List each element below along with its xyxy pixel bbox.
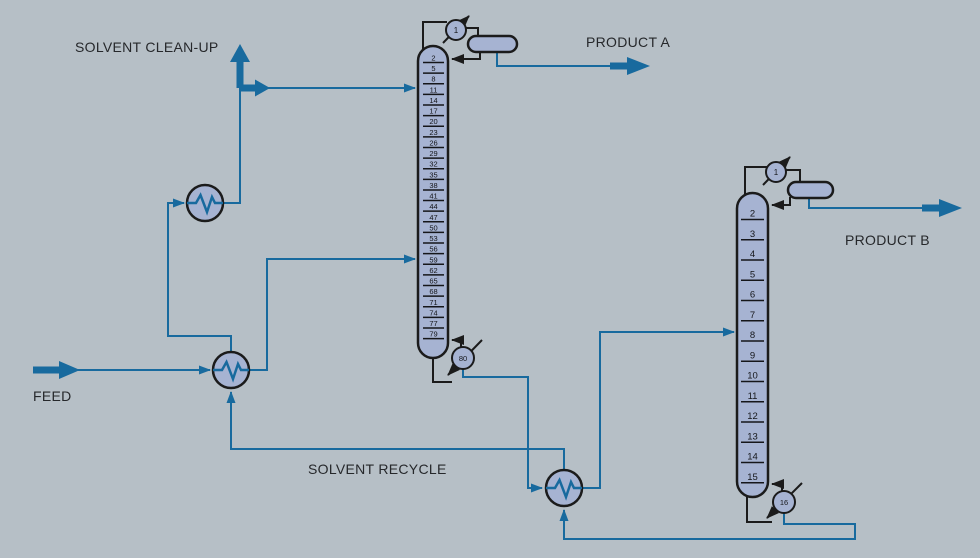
tray-number: 3: [750, 229, 755, 240]
solvent-to-column1-line: [223, 83, 416, 204]
tray-number: 26: [429, 138, 437, 147]
feed-to-column2-line: [582, 327, 735, 489]
tray-number: 11: [430, 85, 438, 94]
tray-number: 5: [431, 64, 435, 73]
column2-condenser: 1: [765, 161, 787, 183]
column2-trays: 2 3 4 5 6 7 8 9 10 11 12 13 14 15: [741, 209, 764, 484]
heat-exchanger-zigzag-icon: [546, 477, 582, 501]
tray-number: 8: [431, 75, 435, 84]
column2-reboiler-vapor-line: [771, 479, 784, 492]
column-1: [416, 44, 450, 360]
tray-number: 56: [429, 245, 437, 254]
tray-number: 50: [429, 223, 437, 232]
solvent-cooler: [185, 183, 225, 223]
equipment: 1 80 1 16: [185, 19, 835, 514]
tray-number: 14: [429, 96, 437, 105]
feed-solvent-exchanger: [211, 350, 251, 390]
tray-number: 59: [429, 255, 437, 264]
feed-arrow: [33, 361, 80, 379]
tray-number: 12: [747, 411, 758, 422]
feed-to-column1-line: [249, 254, 416, 371]
feed-label: FEED: [33, 388, 72, 404]
tray-number: 11: [748, 391, 758, 402]
tray-number: 41: [429, 192, 437, 201]
tray-number: 6: [750, 290, 755, 301]
column1-bottoms-line: [462, 369, 543, 493]
tray-number: 62: [429, 266, 437, 275]
reboiler-stage-number: 16: [780, 498, 788, 507]
tray-number: 77: [429, 319, 437, 328]
tray-number: 4: [750, 249, 755, 260]
product-a-line: [496, 51, 614, 67]
tray-number: 65: [429, 277, 437, 286]
column1-condenser: 1: [445, 19, 467, 41]
column1-bottoms-draw-line: [432, 356, 452, 383]
column2-condenser-outlet-line: [785, 169, 801, 184]
product-a-arrow: [610, 57, 650, 75]
condenser-stage-number: 1: [454, 26, 459, 35]
tray-number: 7: [750, 310, 755, 321]
tray-number: 47: [429, 213, 437, 222]
stream-labels: SOLVENT CLEAN-UP FEED PRODUCT A PRODUCT …: [33, 34, 930, 477]
tray-number: 35: [429, 170, 437, 179]
process-streams: [67, 51, 924, 540]
solvent-feed-arrow: [241, 79, 270, 97]
product-b-line: [808, 197, 924, 209]
tray-number: 68: [429, 287, 437, 296]
column1-reboiler: 80: [451, 346, 475, 370]
solvent-cleanup-arrow: [230, 44, 250, 88]
condenser-stage-number: 1: [774, 168, 779, 177]
column-2: [735, 191, 770, 499]
reboiler-stage-number: 80: [459, 354, 467, 363]
product-a-label: PRODUCT A: [586, 34, 670, 50]
column1-overhead-line: [422, 21, 447, 50]
tray-number: 13: [747, 431, 758, 442]
solvent-cleanup-label: SOLVENT CLEAN-UP: [75, 39, 219, 55]
reflux-drum-1: [466, 34, 519, 54]
tray-number: 2: [750, 209, 755, 220]
heat-exchanger-zigzag-icon: [213, 359, 249, 383]
product-b-arrow: [922, 199, 962, 217]
tray-number: 9: [750, 350, 755, 361]
heat-exchanger-zigzag-icon: [187, 192, 223, 216]
reflux-drum-2: [786, 180, 835, 200]
tray-number: 29: [429, 149, 437, 158]
tray-number: 15: [747, 472, 758, 483]
tray-number: 2: [431, 54, 435, 63]
solvent-recycle-line: [226, 391, 565, 470]
tray-number: 10: [747, 371, 758, 382]
column1-reboiler-vapor-line: [451, 335, 464, 348]
column2-reflux-line: [771, 197, 791, 210]
tray-number: 53: [429, 234, 437, 243]
tray-number: 38: [429, 181, 437, 190]
tray-number: 74: [429, 308, 437, 317]
column2-reboiler: 16: [772, 490, 796, 514]
tray-number: 79: [429, 330, 437, 339]
solvent-recycle-label: SOLVENT RECYCLE: [308, 461, 447, 477]
tray-number: 20: [429, 117, 437, 126]
tray-number: 8: [750, 330, 755, 341]
tray-number: 17: [429, 107, 437, 116]
tray-number: 23: [429, 128, 437, 137]
column2-bottoms-draw-line: [746, 495, 772, 523]
bottoms-cross-exchanger: [544, 468, 584, 508]
tray-number: 44: [429, 202, 437, 211]
recycle-to-cooler-line: [167, 198, 232, 353]
product-b-label: PRODUCT B: [845, 232, 930, 248]
tray-number: 5: [750, 269, 755, 280]
tray-number: 32: [429, 160, 437, 169]
column2-overhead-line: [744, 166, 767, 195]
column2-bottoms-line: [559, 509, 856, 540]
stream-arrows: [33, 44, 962, 379]
tray-number: 71: [429, 298, 437, 307]
tray-number: 14: [747, 452, 758, 463]
